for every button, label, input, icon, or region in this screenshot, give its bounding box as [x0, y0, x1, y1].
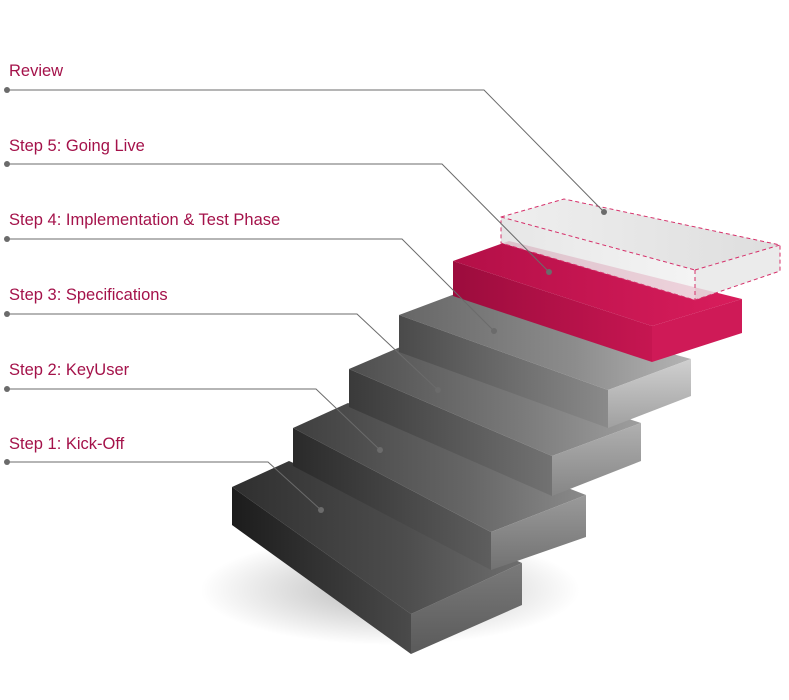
label-review: Review — [9, 62, 63, 80]
leader-step2 — [7, 388, 381, 451]
leader-step4 — [7, 238, 495, 332]
step-block-4 — [399, 294, 691, 428]
label-step-1: Step 1: Kick-Off — [9, 435, 125, 453]
step-block-5-active — [453, 241, 742, 362]
leader-dots — [4, 87, 607, 513]
label-step-2: Step 2: KeyUser — [9, 361, 130, 379]
leader-review — [7, 89, 605, 213]
leader-step5 — [7, 163, 550, 273]
label-step-5: Step 5: Going Live — [9, 137, 145, 155]
leader-lines — [7, 89, 605, 511]
step-block-2 — [293, 403, 586, 570]
leader-step3 — [7, 313, 439, 391]
step-block-review-ghost — [500, 198, 781, 301]
label-step-4: Step 4: Implementation & Test Phase — [9, 211, 280, 229]
step-block-1 — [232, 461, 522, 654]
label-step-3: Step 3: Specifications — [9, 286, 168, 304]
leader-step1 — [7, 461, 322, 511]
step-block-3 — [349, 345, 641, 496]
